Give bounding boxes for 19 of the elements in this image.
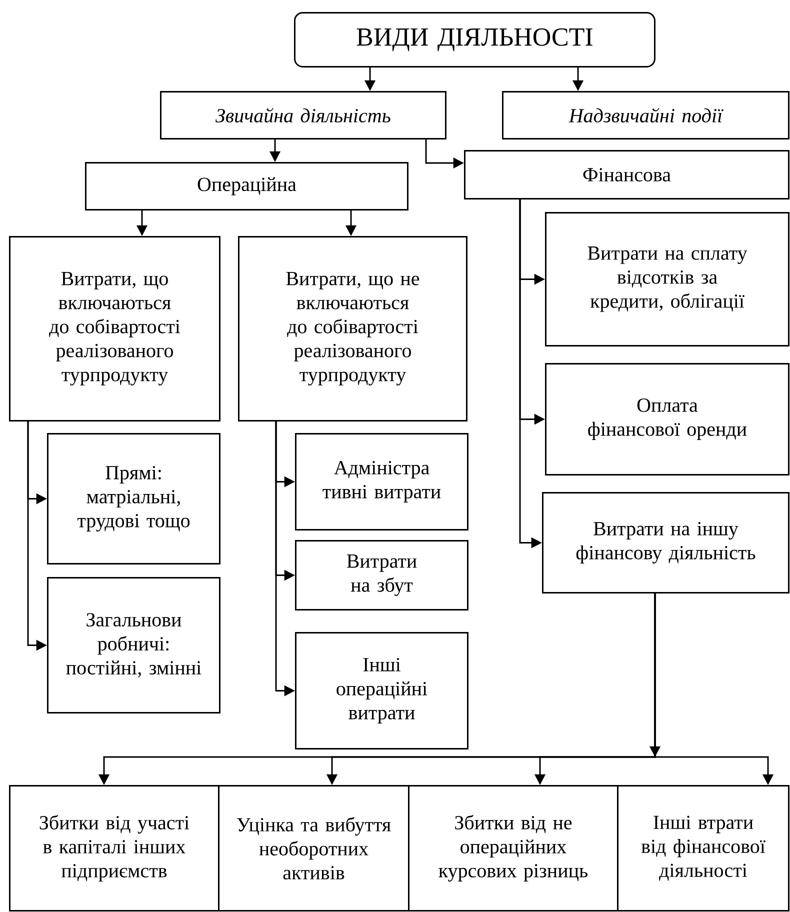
loss-box: Інші втрати від фінансової діяльності bbox=[617, 785, 790, 912]
expense-box: Витрати на збут bbox=[295, 540, 468, 610]
expense-box: Витрати на іншу фінансову діяльність bbox=[542, 492, 790, 594]
activity-box: Фінансова bbox=[464, 150, 790, 200]
title-box: ВИДИ ДІЯЛЬНОСТІ bbox=[294, 12, 656, 68]
expense-box: Витрати, що включаються до собівартості реалізованого турпродукту bbox=[9, 236, 220, 422]
expense-box: Інші операційні витрати bbox=[295, 632, 468, 750]
expense-box: Витрати на сплату відсотків за кредити, облігації bbox=[545, 212, 790, 346]
expense-box: Прямі: матріальні, трудові тощо bbox=[47, 433, 220, 564]
expense-box: Адміністра тивні витрати bbox=[295, 433, 468, 530]
loss-box: Збитки від не операційних курсових різниць bbox=[408, 785, 618, 912]
category-box: Звичайна діяльність bbox=[160, 91, 446, 140]
expense-box: Загальнови робничі: постійні, змінні bbox=[47, 577, 220, 714]
expense-box: Оплата фінансової оренди bbox=[545, 363, 790, 476]
category-box: Надзвичайні події bbox=[502, 91, 790, 140]
loss-box: Уцінка та вибуття необоротних активів bbox=[218, 785, 410, 912]
loss-box: Збитки від участі в капіталі інших підприємств bbox=[9, 785, 220, 912]
expense-box: Витрати, що не включаються до собівартості реалізованого турпродукту bbox=[238, 236, 468, 422]
activity-box: Операційна bbox=[85, 162, 408, 210]
